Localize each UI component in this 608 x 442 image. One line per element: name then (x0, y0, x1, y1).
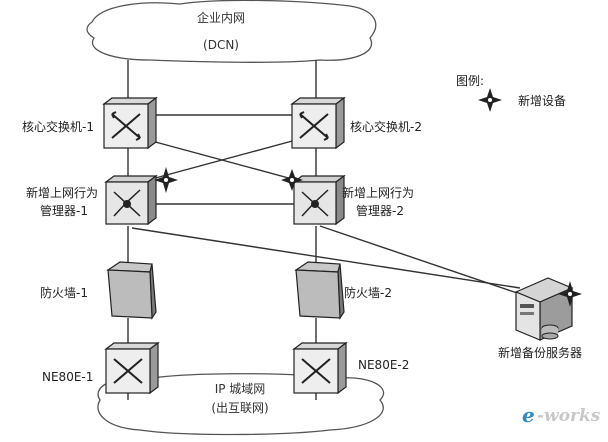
top-cloud-title: 企业内网 (197, 10, 245, 25)
top-cloud-subtitle: (DCN) (203, 38, 239, 52)
watermark-e: e (522, 403, 535, 427)
legend-new-device-label: 新增设备 (518, 93, 566, 108)
new-device-star-icon (281, 169, 303, 191)
backup-server (514, 277, 574, 341)
behavior-manager-2-label-line2: 管理器-2 (356, 203, 404, 218)
router-arrows-icon (113, 358, 143, 384)
bottom-cloud-subtitle: (出互联网) (211, 401, 268, 415)
behavior-manager-1 (104, 174, 158, 226)
legend-star-icon (478, 88, 502, 112)
watermark-works: -works (537, 406, 601, 426)
connection-lines (127, 60, 521, 400)
core-switch-2 (290, 96, 346, 150)
firewall-2 (294, 261, 345, 320)
bottom-cloud-title: IP 城域网 (215, 382, 266, 396)
link-core1-core2-diag-b (147, 139, 297, 181)
switch-arrows-icon (111, 111, 141, 141)
core-switch-1-label: 核心交换机-1 (22, 119, 94, 134)
legend-title: 图例: (456, 74, 484, 88)
behavior-manager-1-label-line2: 管理器-1 (40, 203, 88, 218)
firewall-1 (106, 261, 157, 320)
router-1-label: NE80E-1 (42, 370, 93, 384)
new-device-star-icon (154, 167, 178, 193)
link-mgr1-server (131, 227, 521, 289)
e-works-watermark: e -works (522, 403, 601, 427)
behavior-manager-2-label-line1: 新增上网行为 (342, 185, 414, 200)
top-cloud: 企业内网 (DCN) (86, 0, 377, 63)
router-ne80e-2 (292, 341, 348, 395)
backup-server-label: 新增备份服务器 (498, 345, 582, 360)
core-switch-2-label: 核心交换机-2 (350, 119, 422, 134)
switch-arrows-icon (299, 111, 329, 141)
firewall-1-label: 防火墙-1 (40, 285, 88, 300)
router-arrows-icon (301, 358, 331, 384)
behavior-manager-2 (292, 174, 346, 226)
new-device-star-icon (558, 281, 582, 307)
legend: 图例: 新增设备 (456, 74, 566, 112)
router-ne80e-1 (104, 341, 160, 395)
firewall-2-label: 防火墙-2 (344, 285, 392, 300)
behavior-manager-1-label-line1: 新增上网行为 (26, 185, 98, 200)
core-switch-1 (102, 96, 158, 150)
router-2-label: NE80E-2 (358, 358, 409, 372)
link-mgr2-server (319, 225, 521, 295)
